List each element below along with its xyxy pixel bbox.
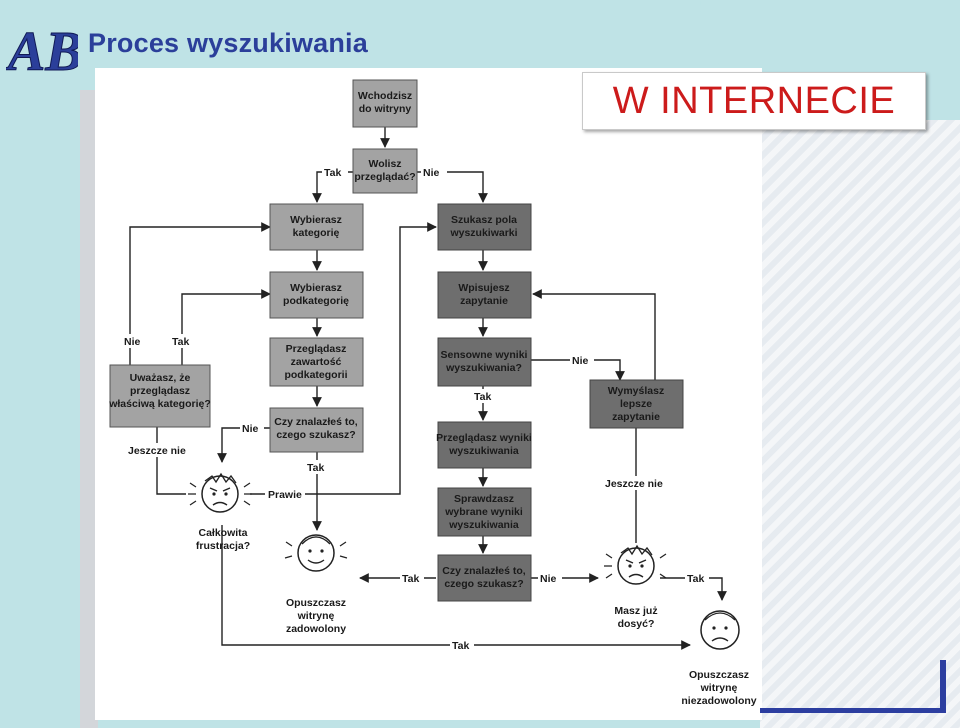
label-nie-1: Nie [423,167,440,179]
label-jeszcze-nie-2: Jeszcze nie [605,478,663,490]
edge-labels: Tak Nie Nie Tak Nie Jeszcze nie Tak Praw… [122,164,709,652]
unsatisfied-face-icon [700,610,740,650]
svg-text:Czy znalazłeś to,: Czy znalazłeś to, [442,565,526,577]
box-browse-content: Przeglądasz zawartość podkategorii [269,337,364,387]
svg-text:wybrane wyniki: wybrane wyniki [444,506,523,518]
box-category: Wybierasz kategorię [269,203,364,251]
svg-text:Wybierasz: Wybierasz [290,214,342,226]
box-browse-results: Przeglądasz wyniki wyszukiwania [436,421,532,469]
box-check-results: Sprawdzasz wybrane wyniki wyszukiwania [437,487,532,537]
svg-text:przeglądać?: przeglądać? [354,171,415,183]
box-right-category: Uważasz, że przeglądasz właściwą kategor… [108,364,211,428]
svg-text:niezadowolony: niezadowolony [681,695,756,707]
svg-text:Wolisz: Wolisz [368,158,401,170]
svg-text:Opuszczasz: Opuszczasz [286,597,346,609]
box-found-left: Czy znalazłeś to, czego szukasz? [269,407,364,453]
box-browse-question: Wolisz przeglądać? [352,148,418,194]
label-tak-1: Tak [324,167,341,179]
svg-text:czego szukasz?: czego szukasz? [276,429,355,441]
satisfied-face-icon [284,534,348,572]
svg-text:Sprawdzasz: Sprawdzasz [454,493,514,505]
page-title: Proces wyszukiwania [88,28,368,58]
svg-text:Sensowne wyniki: Sensowne wyniki [441,349,528,361]
box-enter: Wchodzisz do witryny [352,79,418,128]
svg-text:Całkowita: Całkowita [198,527,247,539]
box-search-field: Szukasz pola wyszukiwarki [437,203,532,251]
svg-text:przeglądasz: przeglądasz [130,385,190,397]
svg-text:kategorię: kategorię [293,227,340,239]
svg-text:Szukasz pola: Szukasz pola [451,214,517,226]
outcome-satisfied: Opuszczasz witrynę zadowolony [286,597,346,635]
label-tak-6: Tak [687,573,704,585]
svg-text:Uważasz, że: Uważasz, że [130,372,191,384]
box-type-query: Wpisujesz zapytanie [437,271,532,319]
label-nie-5: Nie [540,573,557,585]
internet-banner: W INTERNECIE [582,72,926,130]
box-better-query: Wymyślasz lepsze zapytanie [589,379,684,429]
svg-text:wyszukiwania?: wyszukiwania? [445,362,522,374]
ab-logo: AB [6,21,78,79]
svg-text:witrynę: witrynę [700,682,738,694]
label-tak-4: Tak [474,391,491,403]
svg-text:wyszukiwania: wyszukiwania [448,445,519,457]
svg-text:frustracja?: frustracja? [196,540,250,552]
svg-text:Przeglądasz: Przeglądasz [286,343,347,355]
svg-text:zapytanie: zapytanie [460,295,508,307]
label-nie-3: Nie [242,423,259,435]
label-tak-2: Tak [172,336,189,348]
outcome-enough: Masz już dosyć? [614,605,657,630]
svg-text:wyszukiwarki: wyszukiwarki [449,227,517,239]
internet-banner-text: W INTERNECIE [612,79,896,122]
svg-text:Opuszczasz: Opuszczasz [689,669,749,681]
svg-text:Przeglądasz wyniki: Przeglądasz wyniki [436,432,532,444]
svg-text:podkategorii: podkategorii [284,369,347,381]
label-tak-5: Tak [402,573,419,585]
label-tak-7: Tak [452,640,469,652]
svg-text:Wybierasz: Wybierasz [290,282,342,294]
svg-text:Wymyślasz: Wymyślasz [608,385,664,397]
sheet-shadow [80,90,98,728]
label-nie-2: Nie [124,336,141,348]
box-found-right: Czy znalazłeś to, czego szukasz? [437,554,532,602]
annoyed-face-icon [604,544,667,585]
outcome-frustration: Całkowita frustracja? [196,527,250,552]
svg-text:właściwą kategorię?: właściwą kategorię? [108,398,211,410]
background-pattern [760,120,960,728]
outcome-unsatisfied: Opuszczasz witrynę niezadowolony [681,669,756,707]
svg-text:witrynę: witrynę [297,610,335,622]
svg-text:do witryny: do witryny [359,103,412,115]
corner-accent-vertical [940,660,946,712]
label-nie-4: Nie [572,355,589,367]
svg-text:zadowolony: zadowolony [286,623,346,635]
svg-text:Wpisujesz: Wpisujesz [458,282,509,294]
svg-text:wyszukiwania: wyszukiwania [448,519,519,531]
logo-text: AB [6,21,78,78]
svg-text:podkategorię: podkategorię [283,295,349,307]
svg-text:Masz już: Masz już [614,605,657,617]
corner-accent-horizontal [760,708,946,713]
box-sensible-results: Sensowne wyniki wyszukiwania? [437,337,532,387]
frustrated-face-icon [188,472,252,513]
svg-text:lepsze: lepsze [620,398,652,410]
label-tak-3: Tak [307,462,324,474]
svg-text:Czy znalazłeś to,: Czy znalazłeś to, [274,416,358,428]
svg-text:zawartość: zawartość [291,356,342,368]
svg-text:czego szukasz?: czego szukasz? [444,578,523,590]
label-jeszcze-nie-1: Jeszcze nie [128,445,186,457]
svg-text:zapytanie: zapytanie [612,411,660,423]
svg-text:Wchodzisz: Wchodzisz [358,90,412,102]
box-subcategory: Wybierasz podkategorię [269,271,364,319]
svg-text:dosyć?: dosyć? [618,618,655,630]
label-prawie: Prawie [268,489,302,501]
